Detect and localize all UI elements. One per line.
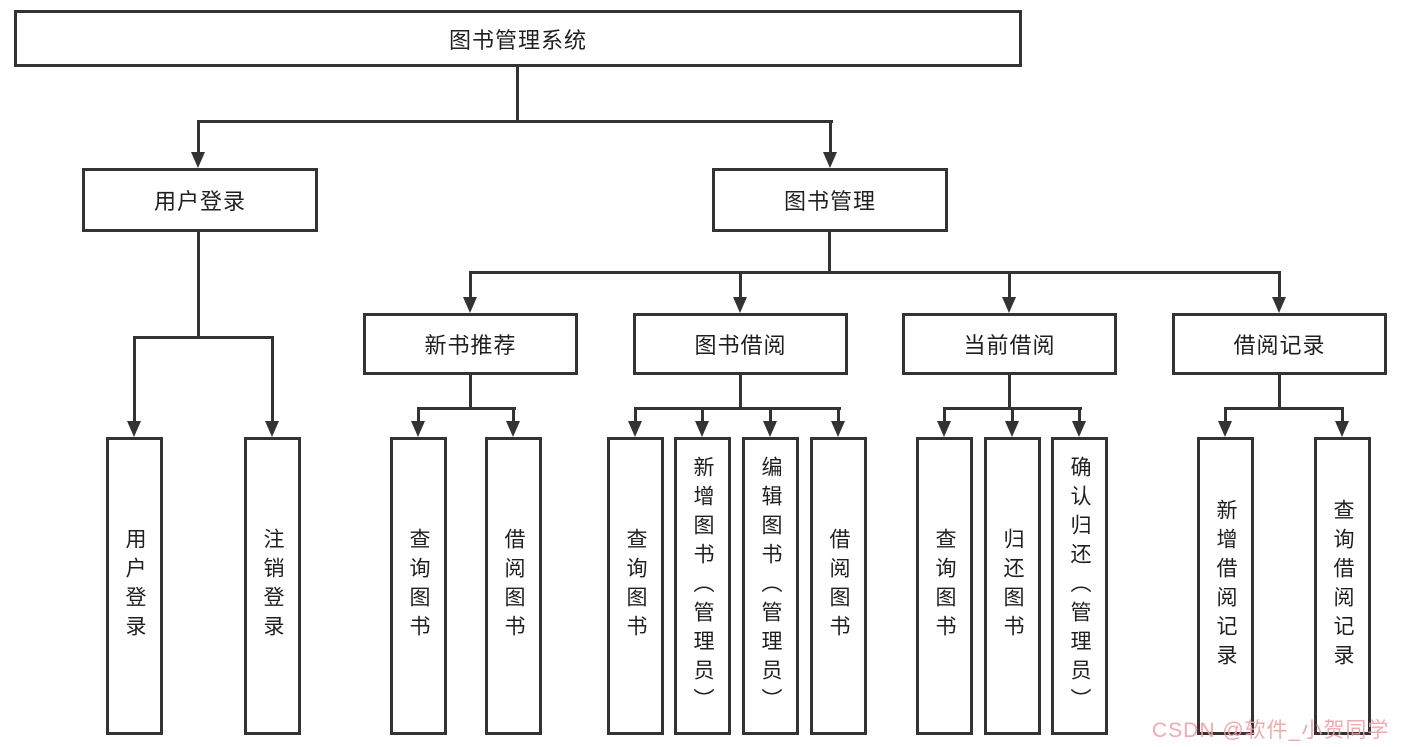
arrowhead-down-icon <box>1072 421 1086 437</box>
arrowhead-down-icon <box>733 297 747 313</box>
leaf-query-book-borrow: 查询图书 <box>607 437 664 735</box>
connector-borrow-drop-1 <box>634 407 637 423</box>
connector-bookmgmt-stem <box>828 232 831 274</box>
arrowhead-down-icon <box>937 421 951 437</box>
leaf-user-login: 用户登录 <box>106 437 163 735</box>
connector-bookmgmt-drop-4 <box>1278 271 1281 299</box>
connector-borrow-drop-4 <box>837 407 840 423</box>
arrowhead-down-icon <box>628 421 642 437</box>
connector-userlogin-drop-1 <box>133 336 136 423</box>
node-book-management: 图书管理 <box>712 168 948 232</box>
leaf-label: 确认归还（管理员） <box>1068 455 1091 717</box>
connector-userlogin-drop-2 <box>271 336 274 423</box>
leaf-query-borrow-record: 查询借阅记录 <box>1314 437 1371 735</box>
arrowhead-down-icon <box>191 152 205 168</box>
leaf-query-book-current: 查询图书 <box>916 437 973 735</box>
connector-current-drop-3 <box>1078 407 1081 423</box>
arrowhead-down-icon <box>506 421 520 437</box>
connector-borrow-drop-2 <box>701 407 704 423</box>
node-book-borrow: 图书借阅 <box>633 313 848 375</box>
arrowhead-down-icon <box>1005 421 1019 437</box>
connector-recommend-drop-2 <box>512 407 515 423</box>
leaf-label: 新增图书（管理员） <box>691 455 714 717</box>
connector-root-stem <box>516 67 519 123</box>
leaf-logout: 注销登录 <box>244 437 301 735</box>
arrowhead-down-icon <box>695 421 709 437</box>
connector-records-stem <box>1278 375 1281 410</box>
leaf-label: 借阅图书 <box>827 528 850 644</box>
node-root: 图书管理系统 <box>14 10 1022 67</box>
arrowhead-down-icon <box>1272 297 1286 313</box>
leaf-confirm-return-admin: 确认归还（管理员） <box>1051 437 1108 735</box>
leaf-add-book-admin: 新增图书（管理员） <box>674 437 731 735</box>
arrowhead-down-icon <box>1218 421 1232 437</box>
leaf-label: 借阅图书 <box>502 528 525 644</box>
connector-bookmgmt-drop-1 <box>469 271 472 299</box>
arrowhead-down-icon <box>823 152 837 168</box>
leaf-label: 查询图书 <box>407 528 430 644</box>
arrowhead-down-icon <box>463 297 477 313</box>
arrowhead-down-icon <box>1002 297 1016 313</box>
connector-userlogin-bar <box>133 336 274 339</box>
leaf-label: 注销登录 <box>261 528 284 644</box>
connector-current-drop-2 <box>1011 407 1014 423</box>
node-new-book-recommend: 新书推荐 <box>363 313 578 375</box>
leaf-edit-book-admin: 编辑图书（管理员） <box>742 437 799 735</box>
connector-records-drop-2 <box>1341 407 1344 423</box>
leaf-label: 归还图书 <box>1001 528 1024 644</box>
connector-borrow-bar <box>634 407 841 410</box>
connector-borrow-drop-3 <box>769 407 772 423</box>
leaf-borrow-book-recommend: 借阅图书 <box>485 437 542 735</box>
leaf-query-book-recommend: 查询图书 <box>390 437 447 735</box>
node-user-login: 用户登录 <box>82 168 318 232</box>
watermark: CSDN @软件_小贺同学 <box>1152 719 1390 742</box>
leaf-label: 编辑图书（管理员） <box>759 455 782 717</box>
connector-recommend-stem <box>469 375 472 410</box>
arrowhead-down-icon <box>1335 421 1349 437</box>
connector-records-bar <box>1224 407 1344 410</box>
connector-current-stem <box>1008 375 1011 410</box>
connector-recommend-drop-1 <box>417 407 420 423</box>
arrowhead-down-icon <box>763 421 777 437</box>
connector-bookmgmt-drop-2 <box>739 271 742 299</box>
leaf-borrow-book: 借阅图书 <box>810 437 867 735</box>
node-current-borrow: 当前借阅 <box>902 313 1117 375</box>
connector-bookmgmt-drop-3 <box>1008 271 1011 299</box>
arrowhead-down-icon <box>127 421 141 437</box>
node-borrow-records: 借阅记录 <box>1172 313 1387 375</box>
connector-current-drop-1 <box>943 407 946 423</box>
arrowhead-down-icon <box>265 421 279 437</box>
leaf-label: 查询图书 <box>933 528 956 644</box>
leaf-return-book: 归还图书 <box>984 437 1041 735</box>
connector-userlogin-stem <box>197 232 200 339</box>
leaf-label: 查询借阅记录 <box>1331 499 1354 673</box>
connector-bookmgmt-bar <box>469 271 1281 274</box>
connector-records-drop-1 <box>1224 407 1227 423</box>
connector-root-drop-right <box>829 120 832 154</box>
leaf-label: 用户登录 <box>123 528 146 644</box>
connector-borrow-stem <box>739 375 742 410</box>
leaf-add-borrow-record: 新增借阅记录 <box>1197 437 1254 735</box>
arrowhead-down-icon <box>411 421 425 437</box>
arrowhead-down-icon <box>831 421 845 437</box>
leaf-label: 新增借阅记录 <box>1214 499 1237 673</box>
connector-root-drop-left <box>197 120 200 154</box>
connector-recommend-bar <box>417 407 516 410</box>
connector-root-bar <box>197 120 833 123</box>
leaf-label: 查询图书 <box>624 528 647 644</box>
